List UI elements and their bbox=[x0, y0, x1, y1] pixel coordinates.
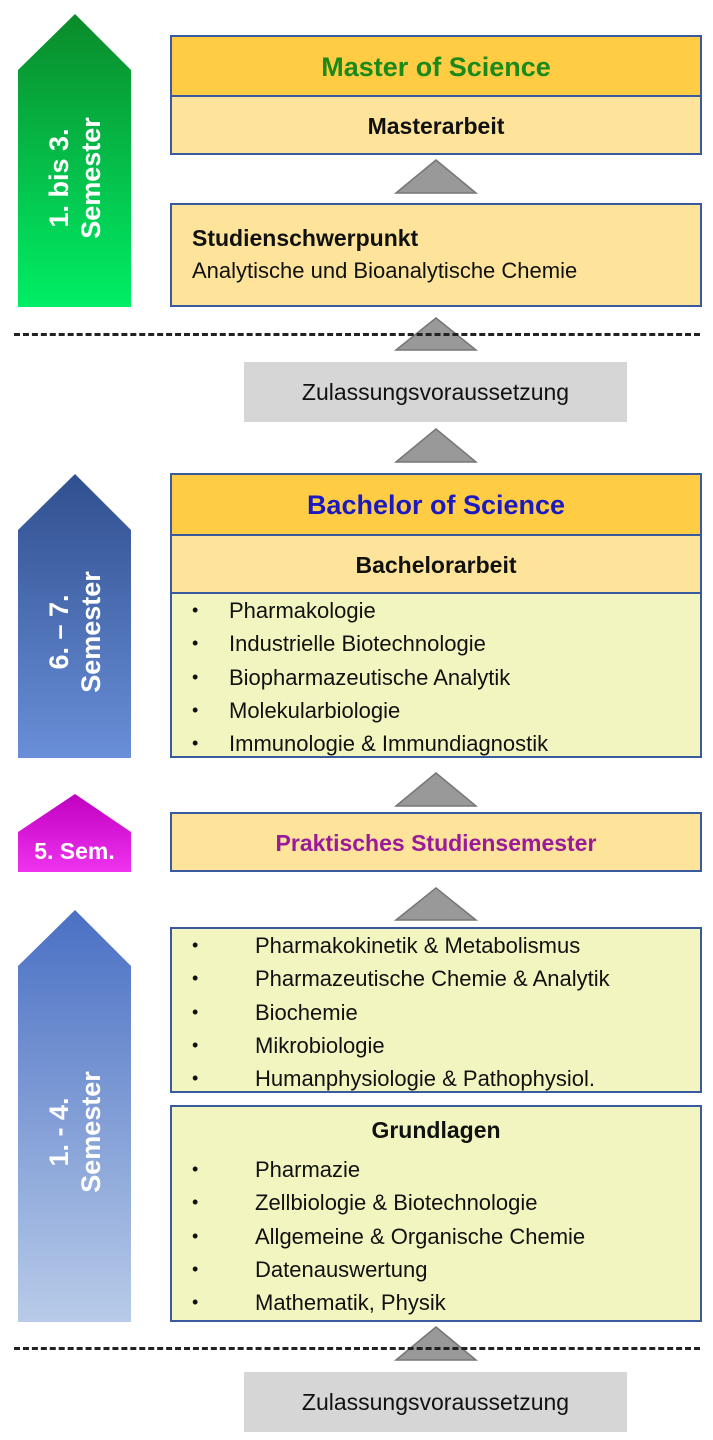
list-item: •Mikrobiologie bbox=[192, 1032, 385, 1058]
admission-requirement-bottom: Zulassungsvoraussetzung bbox=[244, 1372, 627, 1432]
master-title: Master of Science bbox=[321, 52, 551, 82]
focus-title: Studienschwerpunkt bbox=[192, 225, 419, 251]
triangle-up-3 bbox=[393, 428, 479, 463]
bachelor-module-list: •Pharmakologie •Industrielle Biotechnolo… bbox=[192, 594, 548, 760]
list-item: •Pharmazie bbox=[192, 1157, 361, 1182]
praktisch-box: Praktisches Studiensemester bbox=[170, 812, 702, 872]
praktisch-title: Praktisches Studiensemester bbox=[275, 830, 597, 856]
list-item: •Pharmakokinetik & Metabolismus bbox=[192, 933, 581, 958]
separator-bottom bbox=[14, 1347, 700, 1350]
bachelor-thesis-box: Bachelorarbeit bbox=[170, 534, 702, 594]
list-item: •Mathematik, Physik bbox=[192, 1290, 446, 1316]
bachelor-title-box: Bachelor of Science bbox=[170, 473, 702, 536]
triangle-up-1 bbox=[393, 159, 479, 194]
list-item: •Allgemeine & Organische Chemie bbox=[192, 1223, 586, 1249]
list-item: •Zellbiologie & Biotechnologie bbox=[192, 1190, 538, 1216]
arrow-sem5-label: 5. Sem. bbox=[34, 838, 115, 864]
list-item: •Industrielle Biotechnologie bbox=[192, 631, 486, 657]
admission-requirement-top: Zulassungsvoraussetzung bbox=[244, 362, 627, 422]
list-item: •Molekularbiologie bbox=[192, 697, 401, 723]
bachelor-title: Bachelor of Science bbox=[306, 490, 566, 520]
list-item: •Biochemie bbox=[192, 999, 358, 1025]
basic-modules-box: •Pharmakokinetik & Metabolismus •Pharmaz… bbox=[170, 927, 702, 1093]
bachelor-thesis: Bachelorarbeit bbox=[355, 552, 517, 578]
triangle-up-6 bbox=[393, 1326, 479, 1361]
arrow-bachelor bbox=[18, 474, 131, 758]
bachelor-modules-box: •Pharmakologie •Industrielle Biotechnolo… bbox=[170, 592, 702, 758]
separator-top bbox=[14, 333, 700, 336]
list-item: •Humanphysiologie & Pathophysiol. bbox=[192, 1066, 595, 1092]
arrow-master bbox=[18, 14, 131, 307]
master-focus-box: Studienschwerpunkt Analytische und Bioan… bbox=[170, 203, 702, 307]
triangle-up-4 bbox=[393, 772, 479, 807]
list-item: •Biopharmazeutische Analytik bbox=[192, 664, 511, 690]
triangle-up-5 bbox=[393, 887, 479, 921]
list-item: •Pharmakologie bbox=[192, 598, 376, 623]
grundlagen-list: •Pharmazie •Zellbiologie & Biotechnologi… bbox=[192, 1153, 585, 1319]
arrow-sem5 bbox=[18, 794, 131, 872]
arrow-basic bbox=[18, 910, 131, 1322]
grundlagen-title: Grundlagen bbox=[371, 1117, 501, 1143]
arrow-bachelor-label: 6. – 7. Semester bbox=[44, 571, 106, 693]
master-title-box: Master of Science bbox=[170, 35, 702, 97]
master-thesis: Masterarbeit bbox=[367, 113, 505, 139]
list-item: •Immunologie & Immundiagnostik bbox=[192, 731, 549, 757]
list-item: •Datenauswertung bbox=[192, 1256, 428, 1282]
basic-module-list: •Pharmakokinetik & Metabolismus •Pharmaz… bbox=[192, 929, 610, 1095]
master-thesis-box: Masterarbeit bbox=[170, 95, 702, 155]
arrow-basic-label: 1. - 4. Semester bbox=[44, 1071, 106, 1193]
grundlagen-box: Grundlagen •Pharmazie •Zellbiologie & Bi… bbox=[170, 1105, 702, 1322]
list-item: •Pharmazeutische Chemie & Analytik bbox=[192, 966, 610, 992]
focus-subtitle: Analytische und Bioanalytische Chemie bbox=[192, 258, 578, 283]
arrow-master-label: 1. bis 3. Semester bbox=[44, 117, 106, 239]
